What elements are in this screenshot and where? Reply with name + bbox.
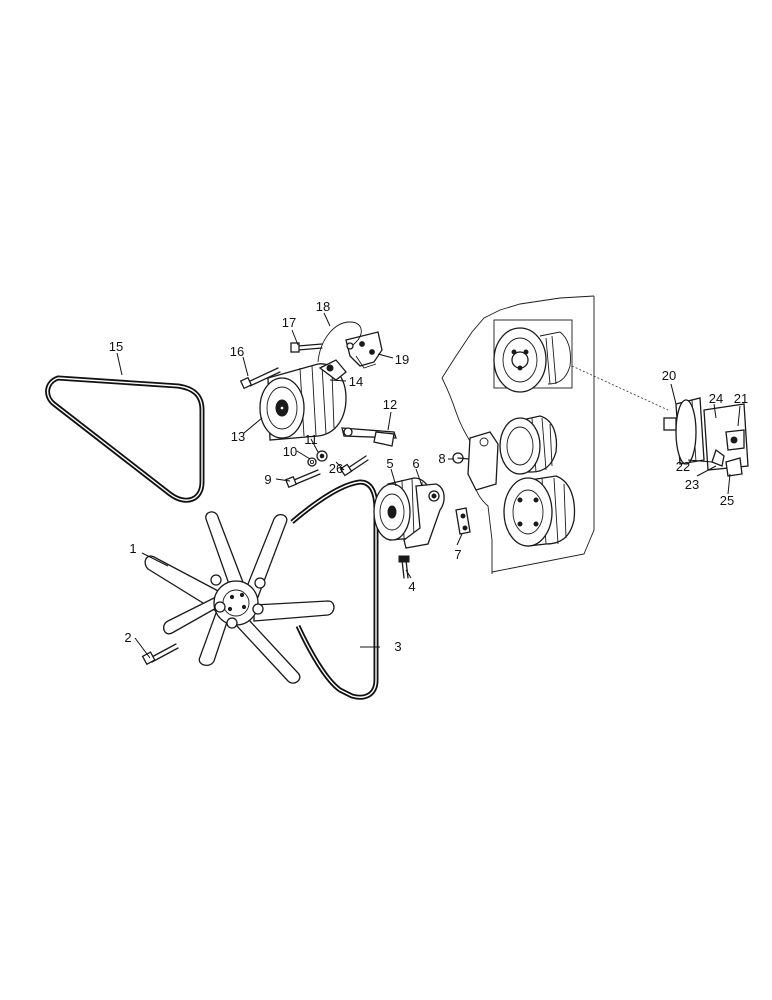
callout-3: 3 <box>394 639 401 654</box>
bracket-19 <box>345 331 383 369</box>
leader-lines <box>116 312 741 659</box>
nut-10 <box>307 457 317 467</box>
fan-blade <box>144 511 335 684</box>
belt-15 <box>45 375 205 503</box>
callout-25: 25 <box>720 493 734 508</box>
callout-6: 6 <box>412 456 419 471</box>
callout-10: 10 <box>283 444 297 459</box>
callout-11: 11 <box>304 432 318 447</box>
callout-15: 15 <box>109 339 123 354</box>
bolt-26 <box>339 455 369 477</box>
callout-18: 18 <box>316 299 330 314</box>
engine-block <box>441 295 595 574</box>
callout-16: 16 <box>230 344 244 359</box>
wire-18 <box>317 321 362 363</box>
bracket-7 <box>455 507 471 535</box>
fan-bolt <box>141 643 179 666</box>
callout-14: 14 <box>349 374 363 389</box>
callout-13: 13 <box>231 429 245 444</box>
callout-23: 23 <box>685 477 699 492</box>
callout-20: 20 <box>662 368 676 383</box>
pulley-bracket-6 <box>403 483 445 549</box>
callout-22: 22 <box>676 459 690 474</box>
belt-3 <box>290 479 379 700</box>
bolt-16 <box>239 367 281 390</box>
bolt-4 <box>398 555 410 579</box>
callout-12: 12 <box>383 397 397 412</box>
callout-4: 4 <box>408 579 415 594</box>
callout-2: 2 <box>124 630 131 645</box>
callout-9: 9 <box>264 472 271 487</box>
callout-1: 1 <box>129 541 136 556</box>
compressor-unit <box>259 359 347 441</box>
fan-blade-assembly <box>144 511 335 684</box>
callout-19: 19 <box>395 352 409 367</box>
callout-26: 26 <box>329 461 343 476</box>
callout-8: 8 <box>438 451 445 466</box>
callout-7: 7 <box>454 547 461 562</box>
screw-17 <box>290 342 323 353</box>
washer-11 <box>316 450 328 462</box>
bolt-9 <box>284 469 321 489</box>
callout-24: 24 <box>709 391 723 406</box>
callout-labels: 1 2 3 4 5 6 7 8 9 10 11 12 13 14 15 16 1… <box>109 299 748 654</box>
callout-21: 21 <box>734 391 748 406</box>
adjusting-bar-12 <box>341 427 397 447</box>
reference-line <box>571 365 669 411</box>
callout-17: 17 <box>282 315 296 330</box>
callout-5: 5 <box>386 456 393 471</box>
detail-pulley-assembly <box>663 397 749 477</box>
